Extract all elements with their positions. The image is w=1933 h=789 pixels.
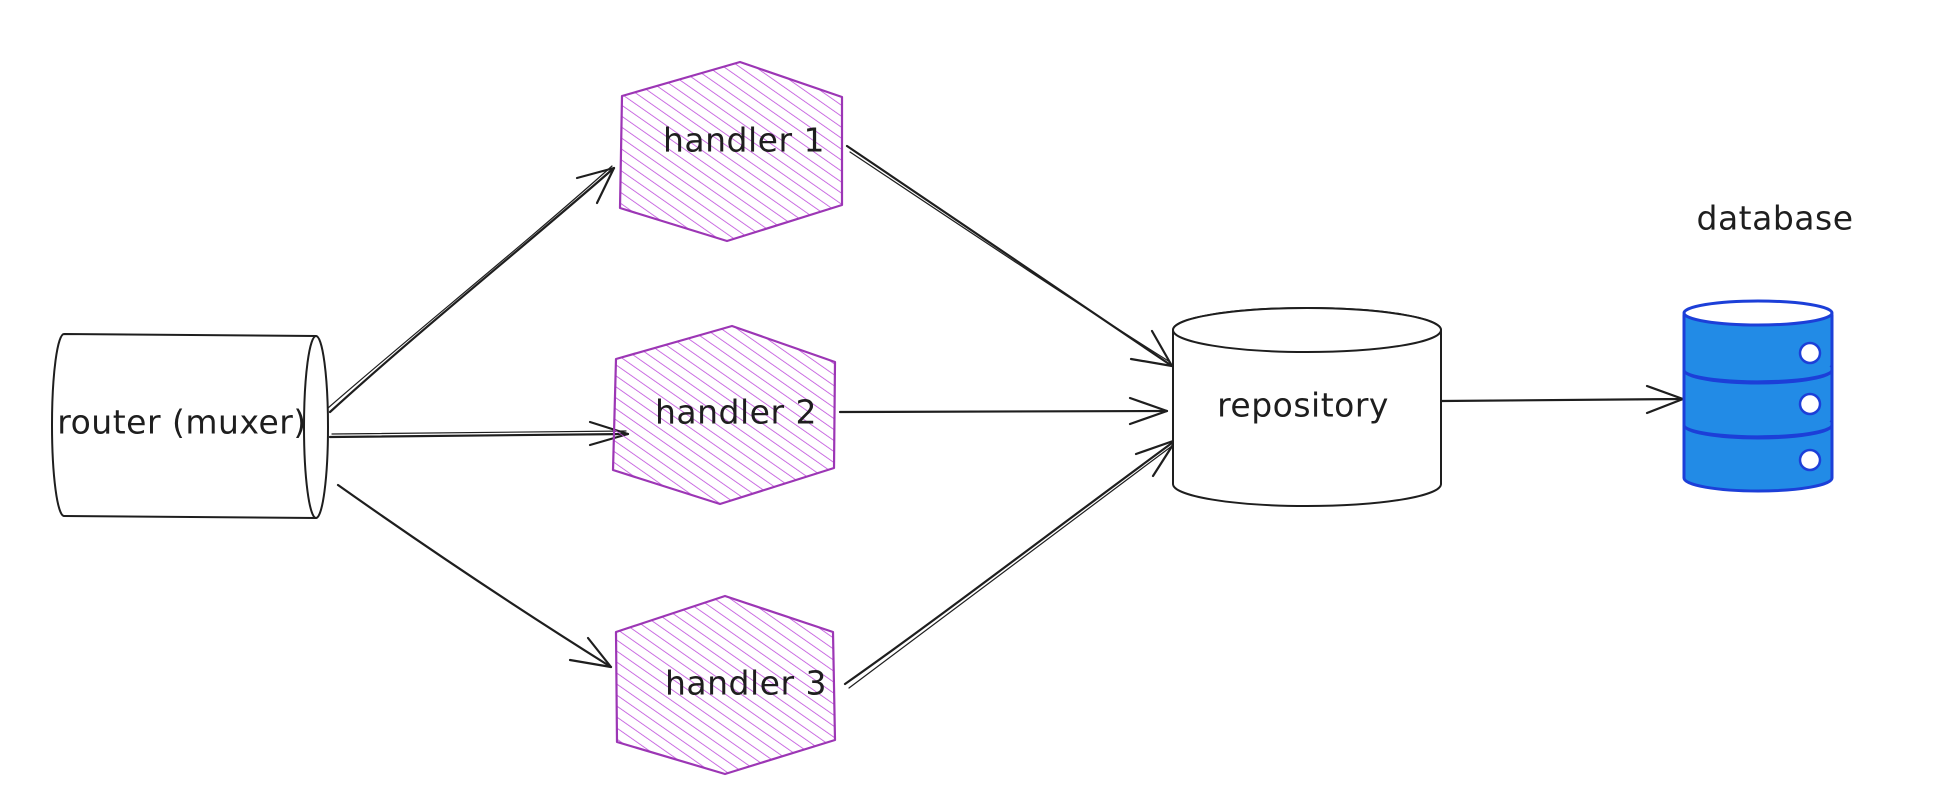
edge-handler-2-to-repository <box>838 396 1169 426</box>
handler-3-node: handler 3 <box>614 594 837 776</box>
repository-label: repository <box>1217 386 1389 425</box>
handler-3-label: handler 3 <box>665 664 827 703</box>
router-label: router (muxer) <box>57 403 306 442</box>
database-icon <box>1682 299 1834 493</box>
router-node: router (muxer) <box>51 333 329 519</box>
handler-2-node: handler 2 <box>611 324 837 506</box>
edge-router-to-handler-3 <box>336 483 613 669</box>
edge-router-to-handler-2 <box>328 420 630 447</box>
edge-repository-to-database <box>1440 384 1685 415</box>
edge-handler-3-to-repository <box>843 438 1178 689</box>
edge-router-to-handler-1 <box>327 165 616 414</box>
handler-1-node: handler 1 <box>618 60 844 243</box>
handler-1-label: handler 1 <box>663 121 825 160</box>
database-label: database <box>1697 199 1854 238</box>
edge-handler-1-to-repository <box>845 144 1174 368</box>
handler-2-label: handler 2 <box>655 393 817 432</box>
repository-node: repository <box>1172 307 1442 507</box>
